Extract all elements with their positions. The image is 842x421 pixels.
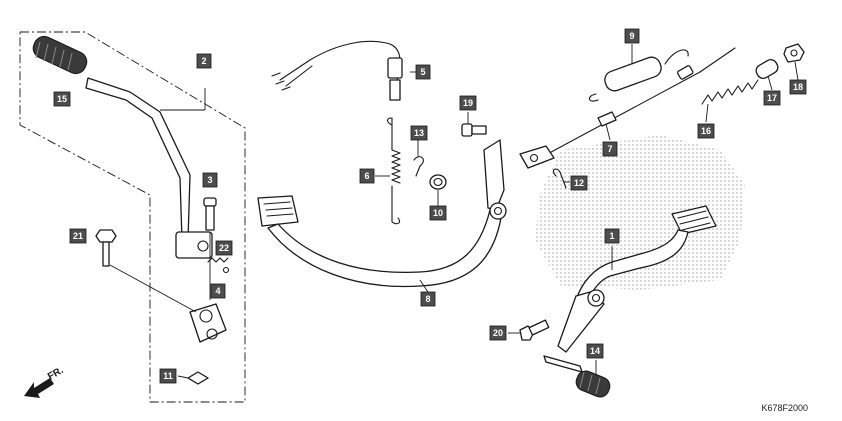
svg-text:9: 9 [629, 31, 634, 41]
gearshift-rubber [32, 35, 88, 75]
svg-text:2: 2 [201, 56, 206, 66]
callout-4: 4 [210, 283, 226, 299]
svg-text:19: 19 [463, 98, 473, 108]
center-leaders [375, 71, 429, 293]
svg-text:18: 18 [793, 82, 803, 92]
brake-pedal-center [257, 139, 507, 288]
return-spring-6 [386, 117, 401, 225]
svg-text:15: 15 [57, 94, 67, 104]
svg-text:16: 16 [701, 126, 711, 136]
brake-switch-5 [387, 57, 403, 101]
brake-pedal-right [543, 205, 717, 373]
gearshift-pedal-arm [85, 77, 213, 259]
brake-rod-7 [519, 47, 736, 169]
bolt-20 [519, 319, 550, 341]
spring-16 [701, 79, 759, 105]
callout-5: 5 [415, 64, 431, 80]
washer-10 [429, 174, 447, 190]
callout-15: 15 [53, 91, 71, 107]
brake-switch-wire [271, 40, 401, 101]
gearshift-bolt-3 [203, 197, 217, 231]
callout-16: 16 [697, 123, 715, 139]
svg-text:6: 6 [364, 171, 369, 181]
direction-indicator: FR. [24, 365, 66, 398]
callout-22: 22 [215, 240, 233, 256]
callout-20: 20 [489, 325, 507, 341]
tension-spring-9 [588, 49, 689, 102]
callout-7: 7 [602, 141, 618, 157]
callout-11: 11 [159, 368, 177, 384]
svg-text:21: 21 [73, 231, 83, 241]
svg-text:8: 8 [425, 294, 430, 304]
callout-3: 3 [202, 172, 218, 188]
callout-10: 10 [429, 205, 447, 221]
svg-text:14: 14 [590, 346, 600, 356]
callout-19: 19 [459, 95, 477, 111]
callout-17: 17 [763, 90, 781, 106]
svg-text:4: 4 [215, 286, 220, 296]
callout-13: 13 [410, 125, 428, 141]
svg-text:1: 1 [609, 231, 614, 241]
gearshift-leaders [109, 88, 211, 379]
svg-text:7: 7 [607, 144, 612, 154]
right-pedal-leaders [508, 246, 613, 376]
bolt-19 [461, 123, 487, 137]
gearshift-bolt-21 [95, 229, 117, 267]
callout-9: 9 [624, 28, 640, 44]
brake-pedal-rubber-14 [575, 370, 611, 398]
nut-18 [783, 43, 805, 63]
callout-12: 12 [570, 175, 588, 191]
assembly-boundary [19, 31, 246, 403]
direction-label: FR. [46, 365, 66, 383]
joint-17 [755, 58, 779, 80]
gearshift-clip-11 [187, 371, 209, 385]
upper-right-leaders [417, 44, 799, 206]
gearshift-spring-4 [207, 257, 229, 263]
svg-text:3: 3 [207, 175, 212, 185]
background-watermark [535, 135, 745, 290]
front-arrow-icon [24, 378, 54, 398]
callout-8: 8 [420, 291, 436, 307]
gearshift-washer-22 [222, 266, 230, 274]
gearshift-joint [189, 303, 227, 343]
callout-6: 6 [359, 168, 375, 184]
svg-text:10: 10 [433, 208, 443, 218]
svg-text:22: 22 [219, 243, 229, 253]
diagram-code: K678F2000 [761, 403, 808, 413]
svg-text:20: 20 [493, 328, 503, 338]
cotter-pin-12 [552, 168, 567, 189]
svg-text:12: 12 [574, 178, 584, 188]
svg-text:5: 5 [420, 67, 425, 77]
callout-2: 2 [196, 53, 212, 69]
svg-text:13: 13 [414, 128, 424, 138]
callout-14: 14 [586, 343, 604, 359]
callout-21: 21 [69, 228, 87, 244]
cotter-pin-13 [413, 156, 424, 177]
callout-1: 1 [604, 228, 620, 244]
svg-text:17: 17 [767, 93, 777, 103]
svg-text:11: 11 [163, 371, 173, 381]
callout-18: 18 [789, 79, 807, 95]
